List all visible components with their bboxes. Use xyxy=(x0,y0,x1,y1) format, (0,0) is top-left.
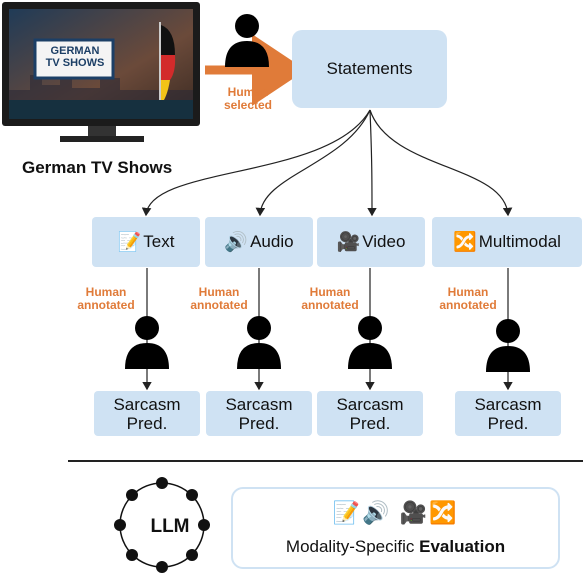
person-icon-annotator xyxy=(125,316,169,369)
human-annotated-label: Human annotated xyxy=(185,286,253,312)
llm-label: LLM xyxy=(150,516,190,537)
prediction-audio-node: Sarcasm Pred. xyxy=(206,391,312,436)
person-icon-selector xyxy=(225,14,269,67)
person-icon-annotator xyxy=(348,316,392,369)
tv-label: German TV Shows xyxy=(22,158,173,177)
tv-screen-line1: GERMAN xyxy=(50,45,100,57)
annotated-line1: Human xyxy=(85,285,127,299)
tv-screen-title: GERMAN TV SHOWS xyxy=(37,45,113,69)
human-annotated-label: Human annotated xyxy=(296,286,364,312)
prediction-line2: Pred. xyxy=(238,413,280,433)
prediction-line1: Sarcasm xyxy=(113,394,181,414)
human-annotated-label: Human annotated xyxy=(434,286,502,312)
annotated-line1: Human xyxy=(198,285,240,299)
evaluation-text-bold: Evaluation xyxy=(419,537,506,556)
movie-camera-icon: 🎥 xyxy=(336,232,361,253)
speaker-icon: 🔊 xyxy=(224,232,249,253)
annotated-line1: Human xyxy=(309,285,351,299)
memo-icon: 📝 xyxy=(117,232,142,253)
modality-video-label: Video xyxy=(362,232,406,251)
prediction-video-node: Sarcasm Pred. xyxy=(317,391,423,436)
human-selected-line1: Human xyxy=(227,85,269,99)
tv-monitor-icon xyxy=(2,2,200,142)
llm-network-icon xyxy=(114,477,210,573)
modality-multimodal-node: 🔀 Multimodal xyxy=(432,217,582,267)
prediction-text-node: Sarcasm Pred. xyxy=(94,391,200,436)
prediction-line2: Pred. xyxy=(349,413,391,433)
modality-audio-label: Audio xyxy=(250,232,294,251)
evaluation-text: Modality-Specific Evaluation xyxy=(233,537,558,557)
human-selected-label: Human selected xyxy=(208,86,288,112)
branch-audio xyxy=(255,109,371,217)
branch-text xyxy=(141,109,371,217)
prediction-line2: Pred. xyxy=(126,413,168,433)
prediction-line2: Pred. xyxy=(487,413,529,433)
evaluation-box: 📝🔊 🎥🔀 Modality-Specific Evaluation xyxy=(231,487,560,569)
evaluation-text-prefix: Modality-Specific xyxy=(285,537,420,556)
shuffle-icon: 🔀 xyxy=(453,232,477,253)
annotated-line2: annotated xyxy=(190,298,248,312)
annotated-line2: annotated xyxy=(301,298,359,312)
branch-multimodal xyxy=(369,109,513,217)
modality-text-label: Text xyxy=(143,232,175,251)
human-selected-line2: selected xyxy=(223,98,273,112)
annotated-line2: annotated xyxy=(439,298,497,312)
tv-screen-line2: TV SHOWS xyxy=(45,57,105,69)
prediction-line1: Sarcasm xyxy=(225,394,293,414)
prediction-line1: Sarcasm xyxy=(336,394,404,414)
modality-video-node: 🎥 Video xyxy=(317,217,425,267)
modality-multimodal-label: Multimodal xyxy=(478,232,561,251)
statements-label: Statements xyxy=(326,59,413,78)
human-annotated-label: Human annotated xyxy=(72,286,140,312)
branch-video xyxy=(367,109,377,217)
annotated-line2: annotated xyxy=(77,298,135,312)
modality-audio-node: 🔊 Audio xyxy=(205,217,313,267)
prediction-line1: Sarcasm xyxy=(474,394,542,414)
annotated-line1: Human xyxy=(447,285,489,299)
statements-node: Statements xyxy=(292,30,447,108)
person-icon-annotator xyxy=(237,316,281,369)
modality-icons-row: 📝🔊 🎥🔀 xyxy=(332,500,459,525)
modality-text-node: 📝 Text xyxy=(92,217,200,267)
person-icon-annotator xyxy=(486,319,530,372)
section-divider xyxy=(68,460,583,462)
prediction-multimodal-node: Sarcasm Pred. xyxy=(455,391,561,436)
